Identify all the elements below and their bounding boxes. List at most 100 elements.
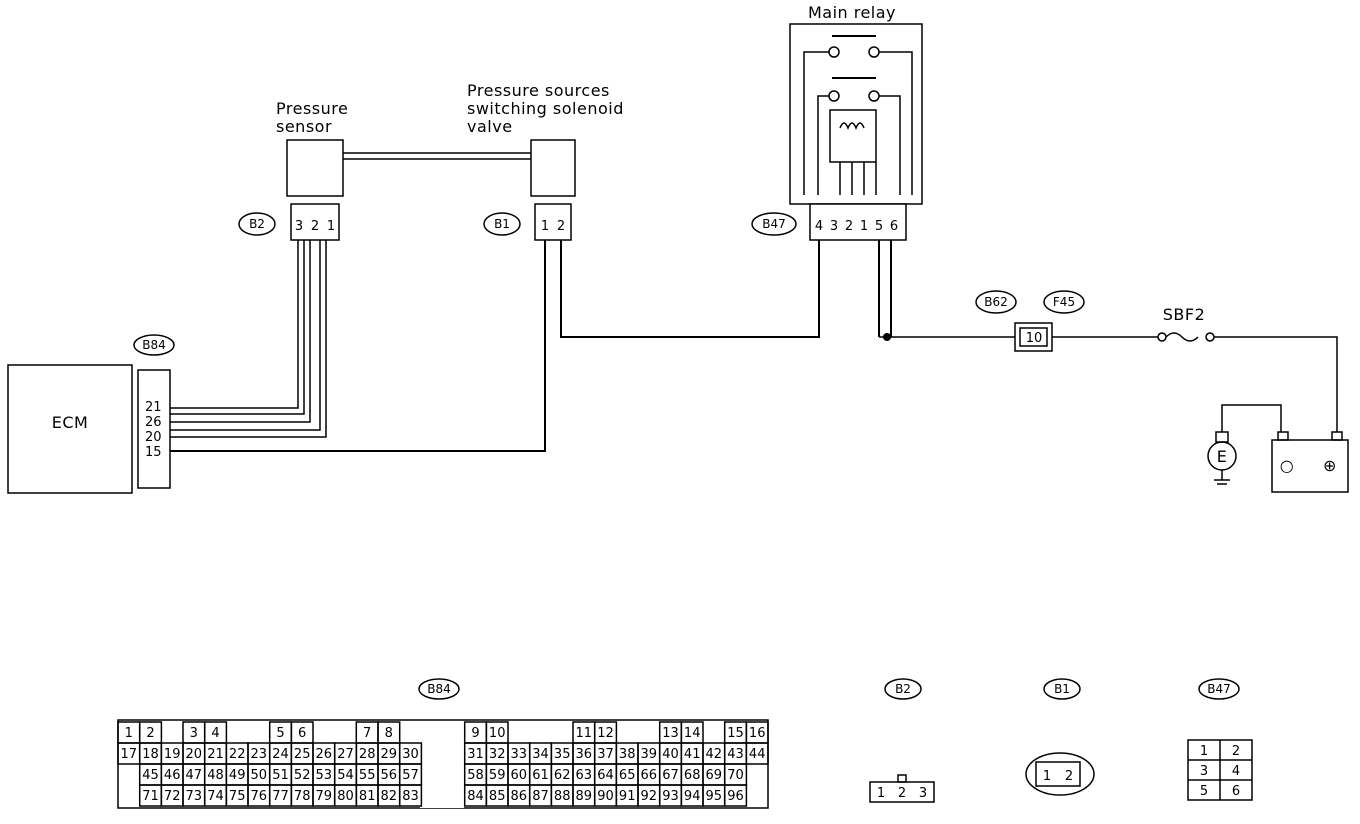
b84-pin-47: 47 xyxy=(186,768,203,783)
b84-pin-72: 72 xyxy=(164,789,181,804)
b84-pin-26: 26 xyxy=(316,747,333,762)
b84-pin-58: 58 xyxy=(467,768,484,783)
b47-pin-2: 2 xyxy=(845,219,853,234)
b84-pin-16: 16 xyxy=(749,726,766,741)
b84-pin-41: 41 xyxy=(684,747,701,762)
legend-b47-pin-5: 5 xyxy=(1200,784,1208,799)
relay-coil xyxy=(839,122,865,131)
b84-pin-3: 3 xyxy=(190,726,198,741)
solenoid-label-3: valve xyxy=(467,117,513,136)
pressure-hose xyxy=(343,152,531,160)
svg-text:B62: B62 xyxy=(984,295,1008,309)
b84-pin-51: 51 xyxy=(272,768,289,783)
b84-pin-68: 68 xyxy=(684,768,701,783)
ecm-pin-20: 20 xyxy=(145,430,162,445)
b84-pin-94: 94 xyxy=(684,789,701,804)
b2-pin-1: 1 xyxy=(327,219,335,234)
ecm-label: ECM xyxy=(52,413,89,432)
svg-text:B84: B84 xyxy=(142,338,166,352)
b84-pin-12: 12 xyxy=(597,726,614,741)
b84-pin-6: 6 xyxy=(298,726,306,741)
svg-text:B2: B2 xyxy=(895,682,911,696)
b84-pin-62: 62 xyxy=(554,768,571,783)
b47-pin-1: 1 xyxy=(860,219,868,234)
b47-pin-6: 6 xyxy=(890,219,898,234)
tag-b2-top: B2 xyxy=(238,212,276,236)
b84-pin-21: 21 xyxy=(207,747,224,762)
b84-cell xyxy=(745,742,769,765)
b84-pin-44: 44 xyxy=(749,747,766,762)
svg-text:B47: B47 xyxy=(1207,682,1231,696)
b84-pin-31: 31 xyxy=(467,747,484,762)
b84-pin-70: 70 xyxy=(727,768,744,783)
b84-pin-4: 4 xyxy=(211,726,219,741)
b84-pin-73: 73 xyxy=(186,789,203,804)
b84-pin-91: 91 xyxy=(619,789,636,804)
pressure-sensor-label-1: Pressure xyxy=(276,99,348,118)
b84-pin-27: 27 xyxy=(337,747,354,762)
splice-point xyxy=(883,333,891,341)
b84-pin-30: 30 xyxy=(402,747,419,762)
pressure-sensor: Pressure sensor 3 2 1 xyxy=(276,99,348,241)
b84-pin-5: 5 xyxy=(276,726,284,741)
b84-pin-14: 14 xyxy=(684,726,701,741)
b84-pin-66: 66 xyxy=(641,768,658,783)
b47-pin-5: 5 xyxy=(875,219,883,234)
b84-pin-2: 2 xyxy=(146,726,154,741)
b84-pin-32: 32 xyxy=(489,747,506,762)
b47-connector xyxy=(809,203,907,241)
b84-cell xyxy=(398,784,423,807)
b84-pin-8: 8 xyxy=(385,726,393,741)
b84-pin-86: 86 xyxy=(511,789,528,804)
b84-pin-64: 64 xyxy=(597,768,614,783)
b84-pin-76: 76 xyxy=(251,789,268,804)
b84-pin-95: 95 xyxy=(706,789,723,804)
solenoid-label-2: switching solenoid xyxy=(467,99,624,118)
b84-pin-1: 1 xyxy=(125,726,133,741)
battery: ○ ⊕ xyxy=(1271,431,1349,493)
b1-connector xyxy=(534,203,572,241)
b84-pin-84: 84 xyxy=(467,789,484,804)
b84-pin-96: 96 xyxy=(727,789,744,804)
b84-pin-34: 34 xyxy=(532,747,549,762)
b84-pin-48: 48 xyxy=(207,768,224,783)
b84-pin-49: 49 xyxy=(229,768,246,783)
b84-pin-11: 11 xyxy=(576,726,593,741)
main-relay-label: Main relay xyxy=(808,3,896,22)
b84-pin-55: 55 xyxy=(359,768,376,783)
b2-pin-3: 3 xyxy=(295,219,303,234)
b2-connector xyxy=(290,203,340,241)
b84-pin-9: 9 xyxy=(471,726,479,741)
b84-pin-39: 39 xyxy=(641,747,658,762)
b84-pin-89: 89 xyxy=(576,789,593,804)
b84-pin-67: 67 xyxy=(662,768,679,783)
b84-pin-28: 28 xyxy=(359,747,376,762)
legend-b2-pin-2: 2 xyxy=(898,786,906,801)
b84-pin-74: 74 xyxy=(207,789,224,804)
svg-text:B1: B1 xyxy=(494,217,510,231)
fusible-link-sbf2: SBF2 xyxy=(1157,305,1215,342)
b84-pin-87: 87 xyxy=(532,789,549,804)
ecm-pin-21: 21 xyxy=(145,400,162,415)
b84-pin-25: 25 xyxy=(294,747,311,762)
b84-pin-37: 37 xyxy=(597,747,614,762)
main-relay-body xyxy=(789,23,923,205)
b84-pin-29: 29 xyxy=(381,747,398,762)
b84-pin-24: 24 xyxy=(272,747,289,762)
legend-b1-pin-2: 2 xyxy=(1065,769,1073,784)
ecm-unit: ECM 21 26 20 15 xyxy=(7,364,171,494)
b84-pin-77: 77 xyxy=(272,789,289,804)
b84-cell xyxy=(723,784,748,807)
solenoid-label-1: Pressure sources xyxy=(467,81,610,100)
b84-pin-85: 85 xyxy=(489,789,506,804)
relay-contacts xyxy=(828,35,880,102)
b84-pin-60: 60 xyxy=(511,768,528,783)
b84-pin-42: 42 xyxy=(706,747,723,762)
b84-pin-35: 35 xyxy=(554,747,571,762)
tag-f45: F45 xyxy=(1043,290,1085,314)
legend-b47: B47 1 2 3 4 5 6 xyxy=(1187,678,1253,801)
legend-b47-pin-4: 4 xyxy=(1232,764,1240,779)
b84-pin-69: 69 xyxy=(706,768,723,783)
